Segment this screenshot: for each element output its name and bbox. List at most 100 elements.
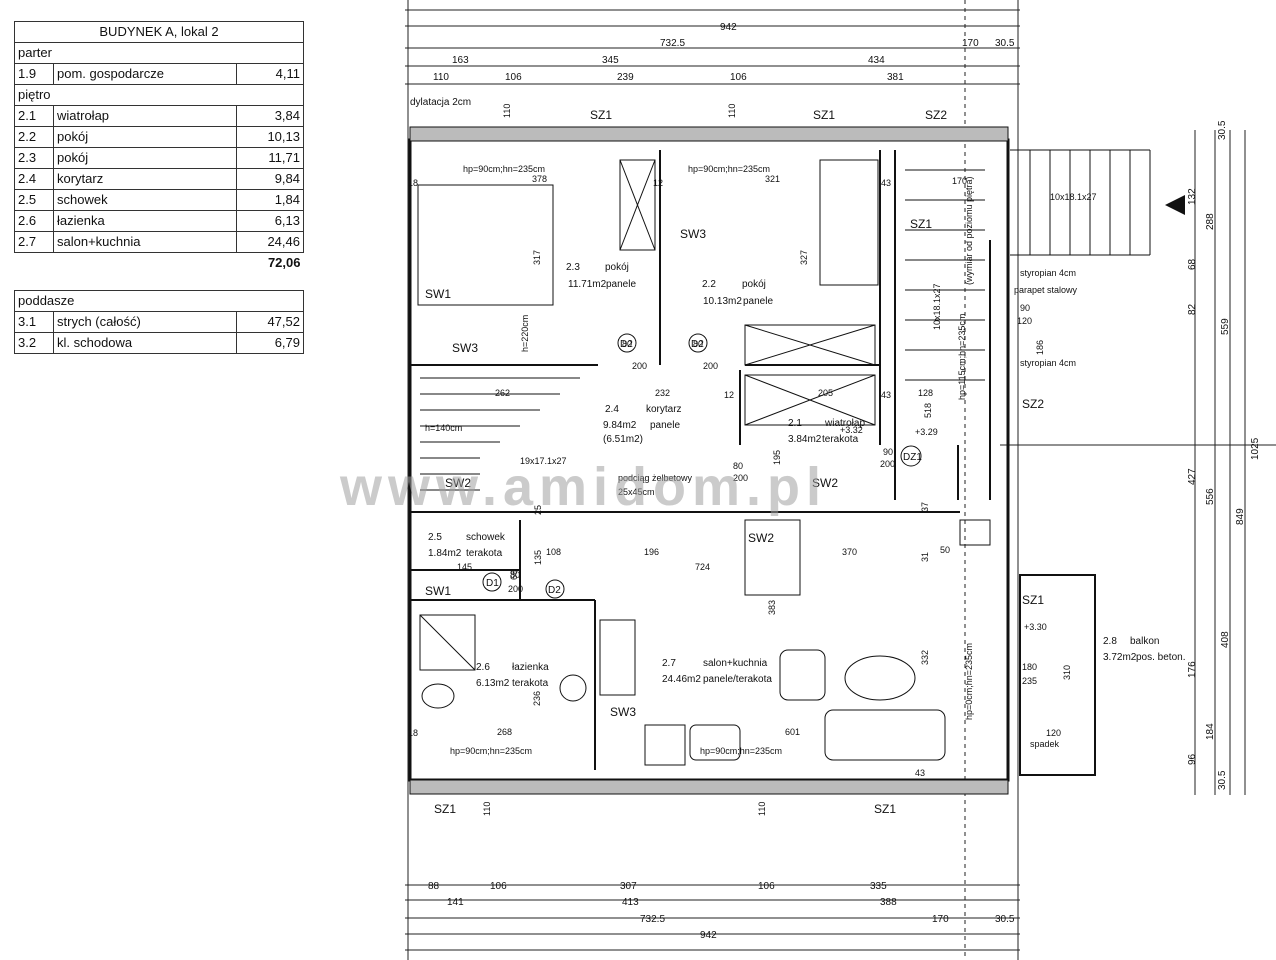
door-h: 200 xyxy=(508,584,523,594)
table-title: BUDYNEK A, lokal 2 xyxy=(14,21,304,43)
door-w: 90 xyxy=(883,447,893,457)
tag-sw3: SW3 xyxy=(610,705,636,719)
section-header: parter xyxy=(14,42,304,64)
dim: 12 xyxy=(653,178,663,188)
room-area: 4,11 xyxy=(236,63,304,85)
dim: 12 xyxy=(724,390,734,400)
room-number: 2.7 xyxy=(14,231,54,253)
room-area: 47,52 xyxy=(236,311,304,333)
room-2-4-floor: panele xyxy=(650,420,680,431)
tag-sw3: SW3 xyxy=(452,341,478,355)
room-2-3-floor: panele xyxy=(606,279,636,290)
section-header: poddasze xyxy=(14,290,304,312)
dim-r3-2: 239 xyxy=(617,72,634,83)
dim-b-b: 170 xyxy=(932,914,949,925)
dim: 43 xyxy=(881,178,891,188)
table-row: 2.2 pokój 10,13 xyxy=(14,126,304,148)
dim-r3-3: 106 xyxy=(730,72,747,83)
tag-sw2: SW2 xyxy=(748,531,774,545)
room-2-4-name: korytarz xyxy=(646,404,682,415)
top-wall xyxy=(409,126,1009,142)
room-2-6-name: łazienka xyxy=(512,662,549,673)
dim: 262 xyxy=(495,388,510,398)
window-h: 120 xyxy=(1017,316,1032,326)
room-area: 24,46 xyxy=(236,231,304,253)
level-1: +3.29 xyxy=(915,427,938,437)
dilatation-label: dylatacja 2cm xyxy=(410,97,471,108)
door-h: 235 xyxy=(1022,676,1037,686)
dim: 18 xyxy=(408,728,418,738)
label-hp90: hp=90cm;hn=235cm xyxy=(450,746,532,756)
room-2-2-floor: panele xyxy=(743,296,773,307)
dim-r2-0: 163 xyxy=(452,55,469,66)
balcony xyxy=(1019,574,1096,776)
tag-dz1: DZ1 xyxy=(903,452,922,463)
area-table-attic: poddasze 3.1 strych (całość) 47,52 3.2 k… xyxy=(14,290,304,354)
watermark: www.amidom.pl xyxy=(340,457,828,517)
dim-right: 559 xyxy=(1220,318,1231,335)
room-area: 10,13 xyxy=(236,126,304,148)
dim-right: 82 xyxy=(1187,303,1198,315)
room-2-6-no: 2.6 xyxy=(476,662,490,673)
dimension-lines xyxy=(405,0,1276,960)
dim: 195 xyxy=(772,450,782,465)
room-name: salon+kuchnia xyxy=(53,231,237,253)
table-row: 2.6 łazienka 6,13 xyxy=(14,210,304,232)
room-number: 2.1 xyxy=(14,105,54,127)
room-2-8-no: 2.8 xyxy=(1103,636,1117,647)
dim: 321 xyxy=(765,174,780,184)
dim-right: 96 xyxy=(1187,753,1198,765)
room-name: strych (całość) xyxy=(53,311,237,333)
dim: 327 xyxy=(799,250,809,265)
dim-b-r2-0: 141 xyxy=(447,897,464,908)
dim-b-r2-1: 413 xyxy=(622,897,639,908)
dim-right: 68 xyxy=(1187,258,1198,270)
dim: 128 xyxy=(918,388,933,398)
door-h: 200 xyxy=(880,459,895,469)
room-number: 1.9 xyxy=(14,63,54,85)
dim: 31 xyxy=(920,552,930,562)
dim: 66 xyxy=(509,570,519,580)
dim: 378 xyxy=(532,174,547,184)
furniture xyxy=(417,159,991,766)
room-labels: 2.3 pokój 11.71m2 panele 2.2 pokój 10.13… xyxy=(428,262,1185,689)
room-name: wiatrołap xyxy=(53,105,237,127)
room-2-1-floor: terakota xyxy=(822,434,859,445)
dim: 724 xyxy=(695,562,710,572)
room-2-5-name: schowek xyxy=(466,532,506,543)
room-name: schowek xyxy=(53,189,237,211)
room-2-6-area: 6.13m2 xyxy=(476,678,510,689)
dim-r3-0: 110 xyxy=(433,72,449,83)
area-table-main: BUDYNEK A, lokal 2 parter 1.9 pom. gospo… xyxy=(14,21,304,273)
tag-sw3: SW3 xyxy=(680,227,706,241)
table-row: 2.5 schowek 1,84 xyxy=(14,189,304,211)
door-w: 180 xyxy=(1022,662,1037,672)
dim-r3-4: 381 xyxy=(887,72,904,83)
dim: 317 xyxy=(532,250,542,265)
dim: 145 xyxy=(457,562,472,572)
dim-b-c: 30.5 xyxy=(995,914,1015,925)
room-2-3-no: 2.3 xyxy=(566,262,580,273)
room-2-5-no: 2.5 xyxy=(428,532,442,543)
dim: 268 xyxy=(497,727,512,737)
label-h140: h=140cm xyxy=(425,423,462,433)
dim-total-top: 942 xyxy=(720,22,737,33)
dim: 205 xyxy=(818,388,833,398)
room-2-5-area: 1.84m2 xyxy=(428,548,462,559)
dim-right: 132 xyxy=(1187,188,1198,205)
label-hp90: hp=90cm;hn=235cm xyxy=(700,746,782,756)
dim-b-r1-2: 307 xyxy=(620,881,637,892)
room-2-4-extra: (6.51m2) xyxy=(603,434,643,445)
label-styropian: styropian 4cm xyxy=(1020,358,1076,368)
tags: SZ1 SZ1 SZ2 SZ1 SZ2 SZ1 SZ1 SZ1 SW1 SW1 … xyxy=(425,108,1044,816)
dim: 50 xyxy=(940,545,950,555)
dim: 601 xyxy=(785,727,800,737)
dim-b-total: 942 xyxy=(700,930,717,941)
table-row: 3.1 strych (całość) 47,52 xyxy=(14,311,304,333)
dim: 25 xyxy=(533,505,543,515)
tag-sz1: SZ1 xyxy=(813,108,835,122)
label-spadek: spadek xyxy=(1030,739,1060,749)
label-stairs2: 10x18.1x27 xyxy=(1050,192,1097,202)
dim-right: 30.5 xyxy=(1217,770,1228,790)
dim-right: 849 xyxy=(1235,508,1246,525)
